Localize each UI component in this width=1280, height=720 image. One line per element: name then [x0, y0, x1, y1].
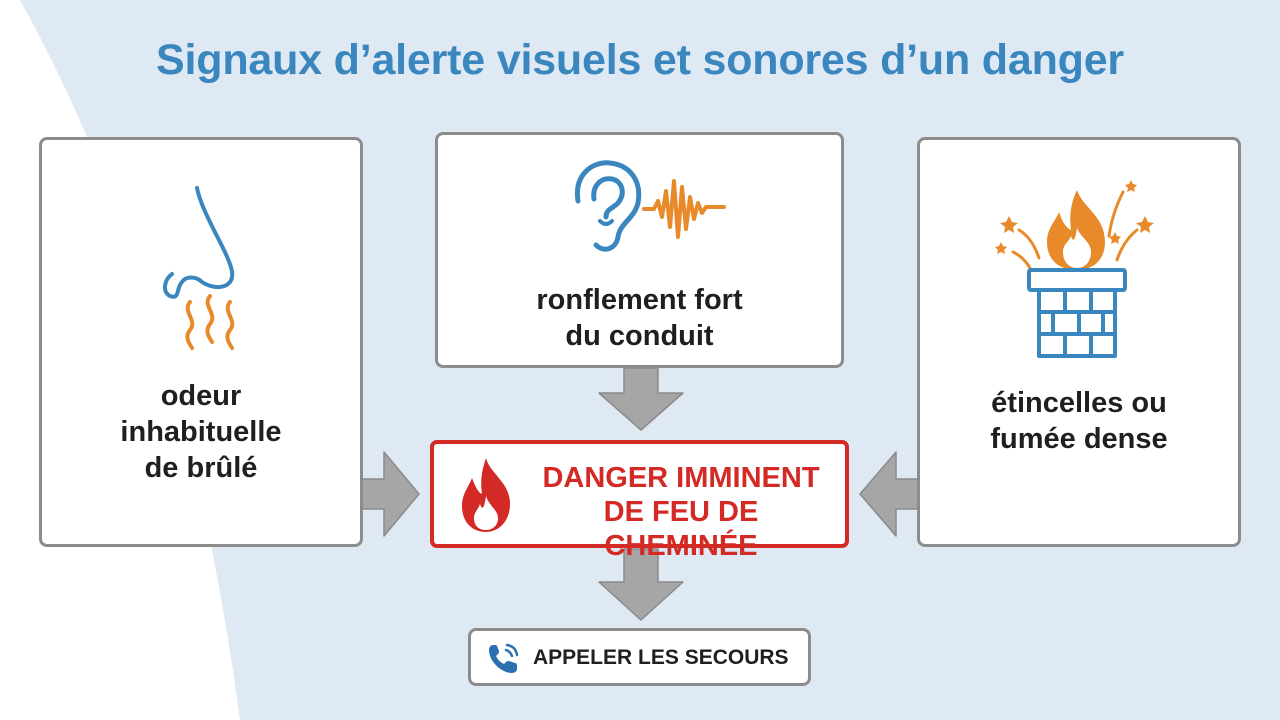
- arrow-down-top: [598, 367, 684, 431]
- card-sound-text: ronflement fort du conduit: [438, 282, 841, 354]
- nose-smell-icon: [163, 186, 235, 350]
- danger-text: DANGER IMMINENT DE FEU DE CHEMINÉE: [526, 461, 836, 563]
- card-sound: ronflement fort du conduit: [435, 132, 844, 368]
- card-sparks-text: étincelles ou fumée dense: [920, 385, 1238, 457]
- arrow-down-bottom: [598, 548, 684, 621]
- phone-icon: [489, 643, 519, 673]
- call-emergency-label: APPELER LES SECOURS: [533, 646, 789, 669]
- page-title: Signaux d’alerte visuels et sonores d’un…: [156, 36, 1124, 84]
- danger-line1: DANGER IMMINENT: [542, 462, 820, 494]
- ear-sound-icon: [574, 160, 726, 252]
- chimney-fire-icon: [995, 180, 1154, 358]
- card-smell-line1: odeur: [160, 380, 242, 412]
- card-smell: odeur inhabituelle de brûlé: [39, 137, 363, 547]
- card-sparks: étincelles ou fumée dense: [917, 137, 1241, 547]
- card-sparks-line2: fumée dense: [990, 423, 1168, 455]
- card-smell-line2: inhabituelle: [120, 416, 282, 448]
- card-smell-text: odeur inhabituelle de brûlé: [42, 378, 360, 486]
- card-smell-line3: de brûlé: [144, 452, 258, 484]
- call-emergency-button[interactable]: APPELER LES SECOURS: [468, 628, 811, 686]
- card-sound-line1: ronflement fort: [536, 284, 743, 316]
- flame-icon: [462, 458, 510, 532]
- danger-line2: DE FEU DE CHEMINÉE: [603, 496, 759, 562]
- danger-box: DANGER IMMINENT DE FEU DE CHEMINÉE: [430, 440, 849, 562]
- card-sparks-line1: étincelles ou: [991, 387, 1167, 419]
- card-sound-line2: du conduit: [565, 320, 714, 352]
